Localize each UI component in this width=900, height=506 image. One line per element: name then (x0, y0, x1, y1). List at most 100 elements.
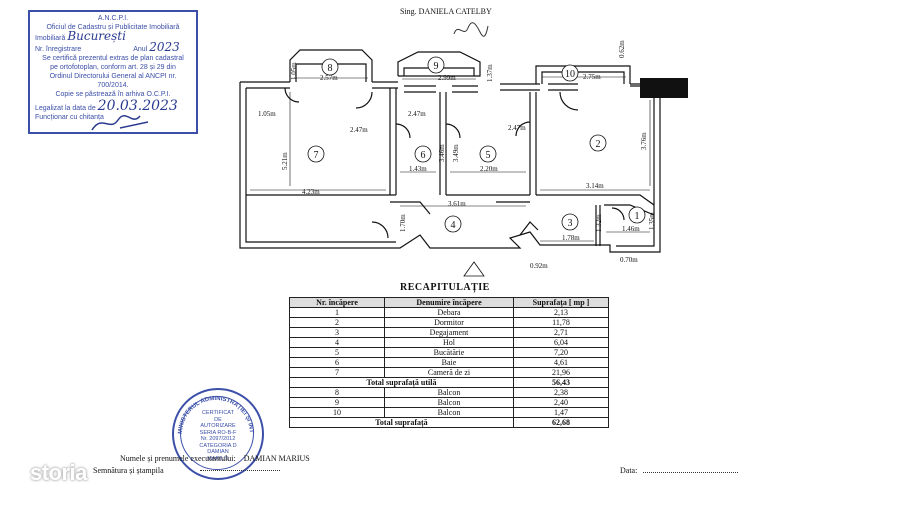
dim-2-width: 3.14m (586, 182, 604, 190)
executant-name-value: DAMIAN MARIUS (243, 454, 310, 463)
stamp-year-label: Anul (133, 46, 148, 53)
dim-092: 0.92m (530, 262, 548, 270)
row-name: Debara (384, 307, 514, 318)
stamp-date-label: Legalizat la data de (35, 105, 96, 112)
grand-total-label: Total suprafață (289, 417, 514, 428)
stamp-date: 20.03.2023 (97, 98, 178, 114)
top-signature-scribble (453, 22, 489, 37)
stamp-year: 2023 (149, 40, 180, 54)
dim-8-width: 2.57m (320, 74, 338, 82)
row-name: Balcon (384, 387, 514, 398)
dim-6-width: 1.43m (409, 165, 427, 173)
row-number: 5 (289, 347, 385, 358)
north-arrow-icon (463, 261, 485, 277)
row-area: 2,13 (513, 307, 609, 318)
room-9-number: 9 (434, 61, 439, 72)
room-1-number: 1 (635, 211, 640, 222)
row-number: 9 (289, 397, 385, 408)
dim-8-height: 1.05m (290, 62, 298, 80)
authorization-round-stamp: MINISTERUL ADMINISTRAȚIEI ȘI INTERNELOR … (172, 388, 264, 480)
stamp-official-label: Funcționar cu chitanța (35, 114, 104, 121)
rooms-table: Nr. încăpere Denumire încăpere Suprafața… (289, 297, 609, 428)
storia-watermark-logo: storia (30, 460, 87, 485)
stamp-line-1: A.N.C.P.I. (97, 15, 129, 22)
stamp-inner-line: DAMIAN (207, 449, 229, 455)
table-header: Nr. încăpere Denumire încăpere Suprafața… (289, 297, 609, 308)
room-6-number: 6 (421, 150, 426, 161)
dim-4-height: 1.70m (399, 214, 407, 232)
useful-total-label: Total suprafață utilă (289, 377, 514, 388)
stamp-inner-line: MARIUS (207, 455, 229, 462)
dim-10-height: 0.62m (618, 40, 626, 58)
row-name: Balcon (384, 397, 514, 408)
signature-line (200, 470, 280, 471)
row-number: 6 (289, 357, 385, 368)
room-3-number: 3 (568, 218, 573, 229)
top-signature-text: Sing. DANIELA CATELBY (400, 7, 492, 16)
dim-6-a: 2.47m (408, 110, 426, 118)
row-area: 1,47 (513, 407, 609, 418)
date-row: Data: (620, 466, 739, 475)
date-line (643, 472, 739, 473)
dim-9-width: 2.99m (438, 74, 456, 82)
stamp-inner-ring (180, 396, 254, 470)
stamp-cert-1: Se certifică prezentul extras de plan ca… (42, 55, 184, 62)
dim-10-width: 2.75m (583, 73, 601, 81)
stamp-reg-row: Nr. înregistrare Anul 2023 (35, 40, 191, 54)
stamp-inner-text: CERTIFICAT DE AUTORIZARE SERIA RO-B-F Nr… (192, 410, 244, 462)
executant-name-row: Numele și prenumele executantului: DAMIA… (120, 454, 310, 463)
date-label: Data: (620, 466, 638, 475)
row-number: 7 (289, 367, 385, 378)
stamp-cert-3: Ordinul Directorului General al ANCPI nr… (49, 73, 177, 89)
stamp-date-row: Legalizat la data de 20.03.2023 (35, 99, 191, 113)
row-number: 8 (289, 387, 385, 398)
stamp-cert-2: pe ortofotoplan, conform art. 28 și 29 d… (50, 64, 176, 71)
stamp-city-row: Imobiliară București (35, 29, 191, 43)
stamp-reg-label: Nr. înregistrare (35, 46, 82, 53)
dim-6-height: 3.46m (438, 144, 446, 162)
room-5-number: 5 (486, 150, 491, 161)
dim-1-width: 1.46m (622, 225, 640, 233)
room-8-number: 8 (328, 63, 333, 74)
dim-5-width: 2.20m (480, 165, 498, 173)
stamp-inner-line: CERTIFICAT (202, 410, 234, 416)
dim-9-height: 1.37m (486, 64, 494, 82)
row-area: 2,71 (513, 327, 609, 338)
room-7-number: 7 (314, 150, 319, 161)
row-number: 3 (289, 327, 385, 338)
row-name: Degajament (384, 327, 514, 338)
stamp-inner-line: SERIA RO-B-F (199, 429, 237, 436)
stamp-city: București (67, 29, 126, 43)
dim-5-a: 2.47m (508, 124, 526, 132)
room-2-number: 2 (596, 139, 601, 150)
dim-2-height: 3.76m (640, 132, 648, 150)
dim-7-a: 1.05m (258, 110, 276, 118)
stamp-inner-line: DE (214, 416, 222, 423)
room-10-number: 10 (565, 69, 575, 80)
row-area: 11,78 (513, 317, 609, 328)
stamp-inner-line: CATEGORIA D (199, 442, 237, 449)
row-area: 6,04 (513, 337, 609, 348)
row-number: 10 (289, 407, 385, 418)
stamp-line-2: Oficiul de Cadastru și Publicitate Imobi… (46, 24, 180, 31)
col-header-area: Suprafața [ mp ] (513, 297, 609, 308)
row-name: Dormitor (384, 317, 514, 328)
row-number: 4 (289, 337, 385, 348)
room-4-number: 4 (451, 220, 456, 231)
stamp-cert-4: Copie se păstrează în arhiva O.C.P.I. (55, 91, 171, 98)
floor-plan: 1 2 3 4 5 6 7 8 9 10 2.57m 1.05m 2.99m 1… (239, 40, 688, 277)
stamp-inner-line: AUTORIZARE (200, 423, 236, 429)
ancpi-legalization-stamp: A.N.C.P.I. Oficiul de Cadastru și Public… (28, 10, 198, 134)
stamp-inner-line: Nr. 2097/2012 (200, 436, 236, 442)
row-name: Balcon (384, 407, 514, 418)
row-number: 1 (289, 307, 385, 318)
